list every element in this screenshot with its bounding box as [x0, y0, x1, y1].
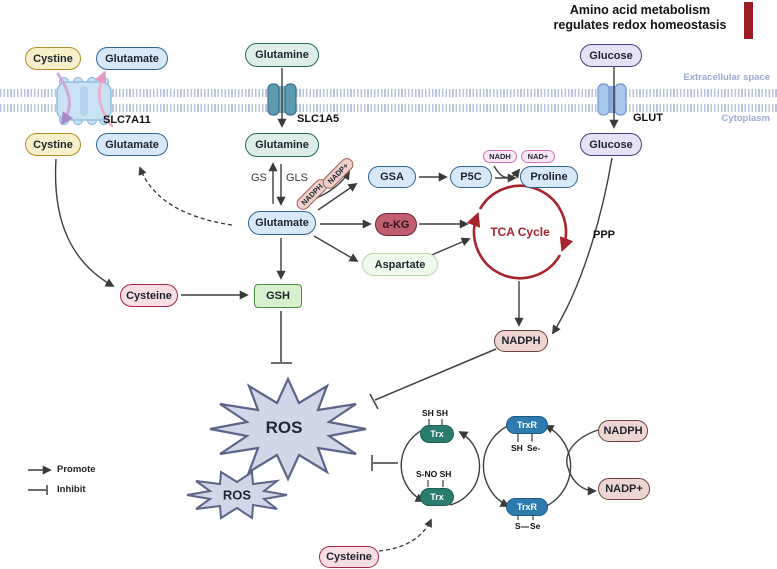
tca-cycle-arrows: [466, 184, 574, 280]
legend-inhibit-label: Inhibit: [57, 484, 86, 495]
membrane-outer-leaflet: [0, 89, 777, 97]
ros-small-label: ROS: [222, 487, 252, 503]
title-accent-bar: [744, 2, 753, 39]
glut-label: GLUT: [633, 112, 663, 124]
legend-promote-label: Promote: [57, 464, 96, 475]
node-trx-oxidized: Trx: [420, 488, 454, 506]
title-line2: regulates redox homeostasis: [553, 18, 727, 32]
ros-star-small: [186, 470, 288, 520]
trxr-bottom-residue-se: Se: [530, 521, 541, 531]
gls-enzyme-label: GLS: [286, 172, 309, 184]
slc7a11-label: SLC7A11: [103, 114, 151, 126]
slc7a11-transporter: [56, 70, 114, 128]
glutamate-export-arrow: [94, 70, 114, 128]
node-glutamine-extracellular: Glutamine: [245, 43, 319, 67]
node-proline: Proline: [520, 166, 578, 188]
node-cystine-extracellular: Cystine: [25, 47, 81, 70]
cofactor-nadh: NADH: [483, 150, 517, 163]
node-gsa: GSA: [368, 166, 416, 188]
node-gsh: GSH: [254, 284, 302, 308]
node-glutamate-central: Glutamate: [248, 211, 316, 235]
extracellular-space-label: Extracellular space: [683, 72, 770, 83]
node-glutamate-cytoplasm: Glutamate: [96, 133, 168, 156]
promote-arrows: [28, 66, 619, 509]
node-aspartate: Aspartate: [362, 253, 438, 276]
diagram-title: Amino acid metabolism regulates redox ho…: [540, 3, 740, 33]
node-trxr-oxidized: TrxR: [506, 498, 548, 516]
node-glucose-extracellular: Glucose: [580, 44, 642, 67]
node-glutamine-cytoplasm: Glutamine: [245, 133, 319, 157]
node-cystine-cytoplasm: Cystine: [25, 133, 81, 156]
trxr-top-residue-sh: SH: [511, 443, 523, 453]
node-cysteine-bottom: Cysteine: [319, 546, 379, 568]
node-p5c: P5C: [450, 166, 492, 188]
cofactor-nad: NAD+: [521, 150, 555, 163]
ros-large-label: ROS: [265, 418, 303, 437]
inhibit-connectors: [28, 311, 497, 495]
tca-cycle-label: TCA Cycle: [490, 225, 550, 239]
gs-enzyme-label: GS: [251, 172, 267, 184]
node-glucose-cytoplasm: Glucose: [580, 133, 642, 156]
glut-transporter: [597, 83, 627, 116]
node-akg: α-KG: [375, 213, 417, 236]
node-nadp-trx: NADP+: [598, 478, 650, 500]
node-glutamate-extracellular: Glutamate: [96, 47, 168, 70]
trxr-top-residue-se: Se-: [527, 443, 541, 453]
trxr-bottom-residue-s: S: [515, 521, 521, 531]
trx-bottom-residues: S-NO SH: [416, 469, 452, 479]
node-trx-reduced: Trx: [420, 425, 454, 443]
node-cysteine: Cysteine: [120, 284, 178, 307]
ros-star-large: [209, 376, 367, 482]
node-trxr-reduced: TrxR: [506, 416, 548, 434]
node-nadph-main: NADPH: [494, 330, 548, 352]
membrane-inner-leaflet: [0, 104, 777, 112]
cytoplasm-label: Cytoplasm: [721, 113, 770, 124]
title-line1: Amino acid metabolism: [569, 3, 711, 17]
slc1a5-label: SLC1A5: [297, 113, 340, 125]
dashed-arrows: [138, 166, 432, 552]
ppp-label: PPP: [593, 229, 616, 241]
trx-top-residues: SH SH: [422, 408, 448, 418]
node-nadph-trx: NADPH: [598, 420, 648, 442]
cystine-import-arrow: [56, 72, 74, 126]
